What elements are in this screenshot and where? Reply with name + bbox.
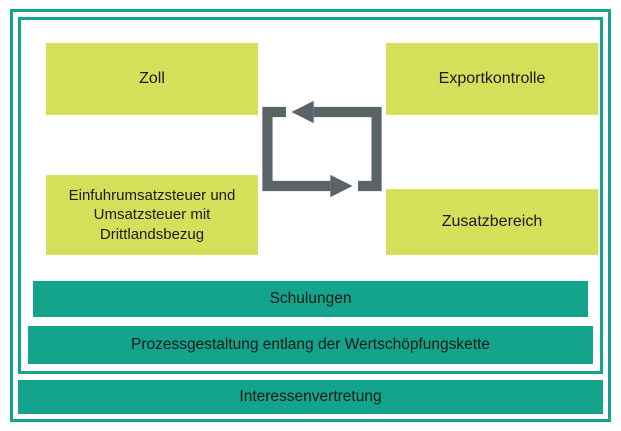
ring-schulungen: Zoll Exportk xyxy=(28,27,598,317)
cycle-arrows-icon xyxy=(258,43,386,255)
box-zoll: Zoll xyxy=(46,43,258,115)
bar-schulungen: Schulungen xyxy=(33,281,588,317)
box-exportkontrolle: Exportkontrolle xyxy=(386,43,598,115)
box-zusatzbereich: Zusatzbereich xyxy=(386,189,598,255)
bar-prozessgestaltung: Prozessgestaltung entlang der Wertschöpf… xyxy=(28,326,593,364)
bar-interessenvertretung: Interessenvertretung xyxy=(18,380,603,414)
ring-interessenvertretung: Zoll Exportk xyxy=(10,9,611,422)
ring-prozessgestaltung: Zoll Exportk xyxy=(18,17,603,374)
box-einfuhrumsatzsteuer: Einfuhrumsatzsteuer und Umsatzsteuer mit… xyxy=(46,175,258,255)
core-topics: Zoll Exportk xyxy=(28,27,598,281)
